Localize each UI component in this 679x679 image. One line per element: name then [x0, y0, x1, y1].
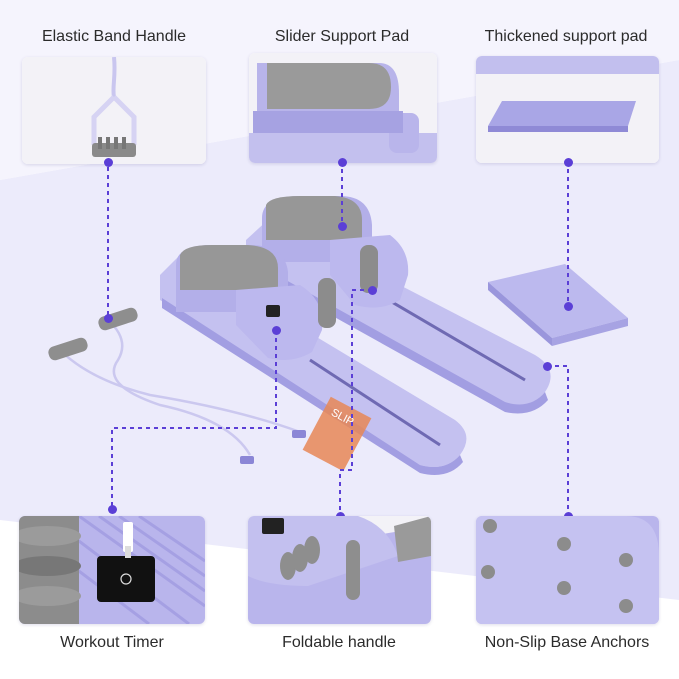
connector-dot — [564, 302, 573, 311]
connector-dot — [368, 286, 377, 295]
connector-dot — [543, 362, 552, 371]
foldable-handle-card — [248, 516, 431, 624]
connector-dot — [564, 158, 573, 167]
connector-dot — [338, 222, 347, 231]
label-elastic-band-handle: Elastic Band Handle — [41, 28, 187, 45]
connector-dot — [272, 326, 281, 335]
connector-dot — [108, 505, 117, 514]
label-thickened-support-pad: Thickened support pad — [484, 28, 648, 45]
label-slider-support-pad: Slider Support Pad — [274, 28, 410, 45]
thickened-pad-standalone — [488, 264, 628, 346]
label-foldable-handle: Foldable handle — [282, 634, 396, 651]
non-slip-base-card — [476, 516, 659, 624]
elastic-band-handle-card — [22, 57, 206, 164]
elastic-band-cords — [48, 307, 306, 464]
label-workout-timer: Workout Timer — [60, 634, 164, 651]
left-slider-board: SLIP — [160, 245, 467, 475]
connector-dot — [338, 158, 347, 167]
thickened-support-pad-card — [476, 56, 659, 163]
connector-dot — [104, 158, 113, 167]
workout-timer-card — [19, 516, 205, 624]
power-icon — [120, 573, 132, 585]
slider-support-pad-card — [249, 53, 437, 163]
right-slider-board — [246, 196, 551, 414]
connector-dot — [104, 314, 113, 323]
callout-connectors — [107, 161, 569, 515]
label-non-slip-base-anchors: Non-Slip Base Anchors — [484, 634, 650, 651]
